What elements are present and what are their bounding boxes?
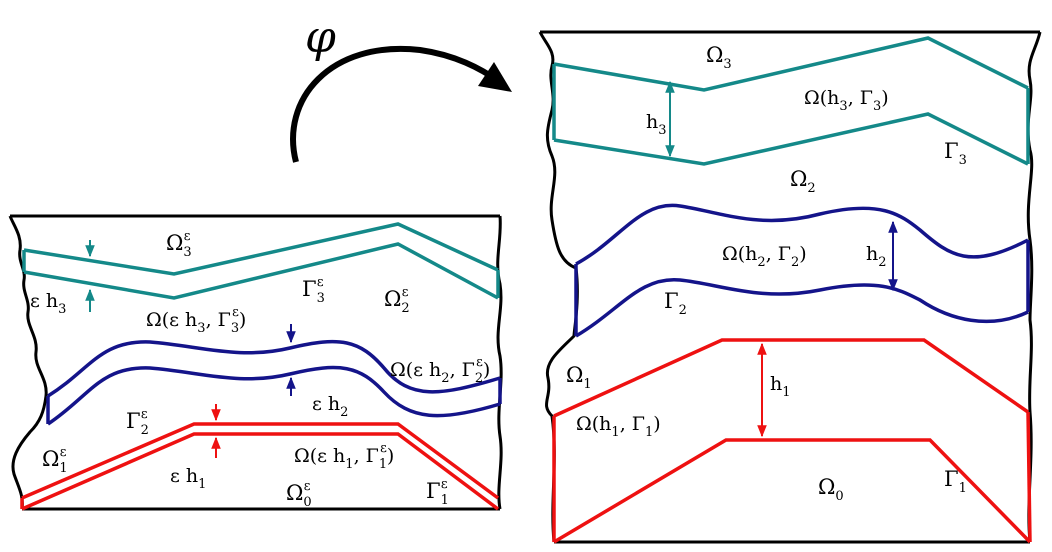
mapping-arrowhead (478, 62, 512, 92)
right-layer1-label: Ω(h1, Γ1) (576, 413, 661, 440)
right-panel: Ω3 h3 Ω(h3, Γ3) Γ3 Ω2 Ω(h2, Γ2) h2 Γ2 Ω1… (538, 30, 1042, 544)
left-eps-h2-label: ε h2 (312, 393, 348, 420)
left-omega3-label: Ω3ε (166, 229, 192, 260)
right-wavy-right-boundary (1026, 31, 1042, 543)
left-eps-h1-label: ε h1 (170, 465, 206, 492)
left-right-boundary (496, 215, 503, 510)
left-eps-h3-label: ε h3 (30, 290, 66, 317)
right-layer2-label: Ω(h2, Γ2) (722, 243, 807, 270)
left-layer3 (22, 222, 500, 300)
right-h1-label: h1 (770, 373, 791, 400)
right-layer1 (552, 338, 1032, 544)
right-gamma3-label: Γ3 (944, 139, 967, 168)
left-omega1-label: Ω1ε (42, 445, 68, 476)
mapping-arc (290, 45, 502, 163)
right-omega2-label: Ω2 (790, 167, 816, 196)
right-omega1-label: Ω1 (566, 363, 592, 392)
left-wavy-boundary (8, 215, 48, 510)
left-gamma2-label: Γ2ε (126, 407, 149, 438)
left-layer1 (20, 422, 500, 511)
left-layer1-label: Ω(ε h1, Γ1ε) (294, 441, 394, 472)
left-layer3-label: Ω(ε h3, Γ3ε) (146, 305, 246, 336)
right-layer3-label: Ω(h3, Γ3) (804, 87, 889, 114)
right-omega3-label: Ω3 (706, 43, 732, 72)
mapping-arrow: φ (290, 12, 512, 163)
left-layer2-label: Ω(ε h2, Γ2ε) (390, 355, 490, 386)
right-gamma1-label: Γ1 (944, 467, 967, 496)
right-h3-label: h3 (646, 111, 667, 138)
right-wavy-left-boundary (538, 31, 579, 543)
right-omega0-label: Ω0 (818, 475, 844, 504)
left-panel: Ω3ε ε h3 Γ3ε Ω2ε Ω(ε h3, Γ3ε) Ω(ε h2, Γ2… (8, 214, 503, 511)
left-layer2 (46, 339, 502, 426)
right-layer2 (574, 203, 1030, 338)
phi-label: φ (305, 12, 336, 63)
right-gamma2-label: Γ2 (664, 289, 687, 318)
left-omega0-label: Ω0ε (286, 479, 312, 510)
right-layer3 (552, 36, 1030, 166)
left-gamma3-label: Γ3ε (302, 275, 325, 306)
left-gamma1-label: Γ1ε (426, 477, 449, 508)
right-h2-label: h2 (866, 243, 887, 270)
left-omega2-label: Ω2ε (384, 285, 410, 316)
